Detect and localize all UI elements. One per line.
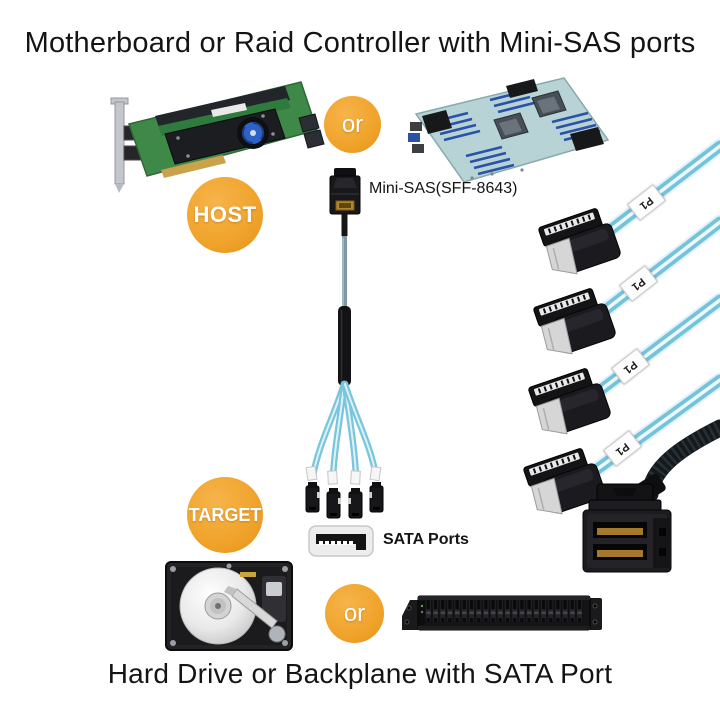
right-angle-sata-connector-1 [538,208,621,275]
mini-sas-connector-large [582,483,672,573]
or-badge-top-label: or [341,110,364,138]
sata-cable-lines [577,138,720,486]
hard-drive-image [165,561,293,651]
backplane-image [402,595,602,631]
host-badge: HOST [187,177,263,253]
bottom-title: Hard Drive or Backplane with SATA Port [107,658,613,689]
motherboard-image [408,77,610,183]
top-title: Motherboard or Raid Controller with Mini… [24,27,696,59]
mini-sas-connector-label: Mini-SAS(SFF-8643) [369,180,518,197]
mini-sas-connector-small [329,168,361,215]
sata-port-icon [308,525,374,557]
cable-tag-2-text: P1 [629,274,648,293]
cable-tag-4-text: P1 [613,439,632,458]
breakout-cable-image [305,168,384,519]
sata-cable-2 [587,214,720,326]
breakout-sata-plugs [305,482,384,519]
host-badge-label: HOST [193,202,257,227]
or-badge-bottom-label: or [343,599,366,627]
breakout-wire-tags [305,465,382,485]
right-angle-sata-connector-2 [533,288,616,355]
card-fan-icon [237,117,269,149]
or-badge-top: or [324,96,381,153]
sata-cable-4 [577,372,720,486]
target-badge-label: TARGET [188,504,262,525]
raid-controller-image [110,81,325,193]
sata-ports-label: SATA Ports [383,531,469,548]
sata-cable-3 [582,292,720,406]
target-badge: TARGET [187,477,263,553]
cable-tag-1-text: P1 [637,193,656,212]
cable-tag-3-text: P1 [621,357,640,376]
right-angle-sata-connector-3 [528,368,611,435]
or-badge-bottom: or [325,584,384,643]
